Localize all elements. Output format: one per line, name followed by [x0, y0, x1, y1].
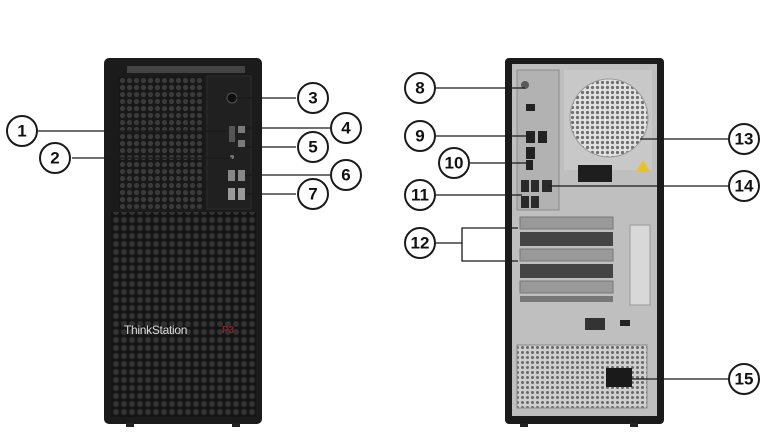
psu-power-inlet	[606, 368, 632, 387]
model-mark: P3	[222, 325, 235, 336]
front-foot-right	[232, 423, 240, 427]
front-port-audio-2	[238, 140, 245, 147]
svg-text:2: 2	[50, 149, 59, 168]
rear-usb-2	[531, 180, 539, 192]
callout-8: 8	[404, 72, 436, 104]
pcie-slot	[519, 248, 614, 262]
svg-text:12: 12	[411, 234, 430, 253]
callout-10: 10	[438, 147, 470, 179]
rear-usb-3	[521, 196, 529, 208]
callout-1: 1	[6, 115, 38, 147]
callout-2: 2	[39, 142, 71, 174]
front-tower: ThinkStation P3	[104, 58, 262, 427]
pcie-slot	[520, 296, 613, 302]
svg-text:8: 8	[415, 79, 424, 98]
pcie-slots	[519, 216, 614, 302]
front-port-audio	[238, 126, 245, 133]
svg-text:10: 10	[445, 154, 464, 173]
rear-tower	[505, 58, 664, 427]
warning-sticker	[636, 160, 650, 172]
callout-14: 14	[728, 170, 760, 202]
pcie-slot	[520, 232, 613, 246]
svg-text:14: 14	[735, 177, 754, 196]
svg-text:15: 15	[735, 370, 754, 389]
svg-text:1: 1	[17, 122, 26, 141]
rear-dp-1	[526, 104, 535, 111]
rear-dp-2	[526, 131, 535, 143]
svg-text:3: 3	[308, 89, 317, 108]
pcie-slot	[519, 280, 614, 294]
rear-dp-4	[526, 147, 535, 159]
callout-15: 15	[728, 363, 760, 395]
callout-3: 3	[297, 82, 329, 114]
callout-4: 4	[330, 112, 362, 144]
brand-label: ThinkStation	[124, 323, 187, 337]
pcie-slot	[520, 264, 613, 278]
leader-lines	[38, 87, 728, 380]
lower-mesh	[111, 212, 256, 417]
rear-screw	[521, 81, 529, 89]
callout-11: 11	[404, 179, 436, 211]
rear-label	[578, 165, 612, 182]
svg-text:4: 4	[341, 119, 351, 138]
callout-5: 5	[297, 131, 329, 163]
callout-13: 13	[728, 123, 760, 155]
front-usb-a-2	[238, 188, 245, 200]
top-handle	[127, 66, 245, 73]
callout-7: 7	[297, 178, 329, 210]
upper-mesh	[118, 76, 204, 209]
rear-foot-right	[630, 423, 638, 427]
callout-12: 12	[404, 227, 436, 259]
svg-text:9: 9	[415, 127, 424, 146]
front-usb-a	[228, 188, 235, 200]
lock-slot	[620, 320, 630, 326]
rear-usb-1	[521, 180, 529, 192]
callout-6: 6	[330, 159, 362, 191]
rear-dp-3	[538, 131, 547, 143]
svg-text:13: 13	[735, 130, 754, 149]
side-rail	[629, 224, 651, 306]
rear-usb-4	[531, 196, 539, 208]
front-foot-left	[126, 423, 134, 427]
svg-text:7: 7	[308, 185, 317, 204]
front-usb-c-2	[238, 170, 245, 181]
svg-text:5: 5	[308, 138, 317, 157]
svg-text:6: 6	[341, 166, 350, 185]
front-usb-c	[228, 170, 235, 181]
callout-9: 9	[404, 120, 436, 152]
rear-ethernet	[542, 180, 552, 192]
svg-text:11: 11	[411, 186, 429, 205]
pcie-slot	[519, 216, 614, 230]
front-port-card	[229, 126, 235, 142]
rear-hdmi	[526, 160, 533, 170]
serial-port	[585, 318, 605, 330]
rear-foot-left	[520, 423, 528, 427]
rear-fan-grill	[569, 78, 649, 158]
